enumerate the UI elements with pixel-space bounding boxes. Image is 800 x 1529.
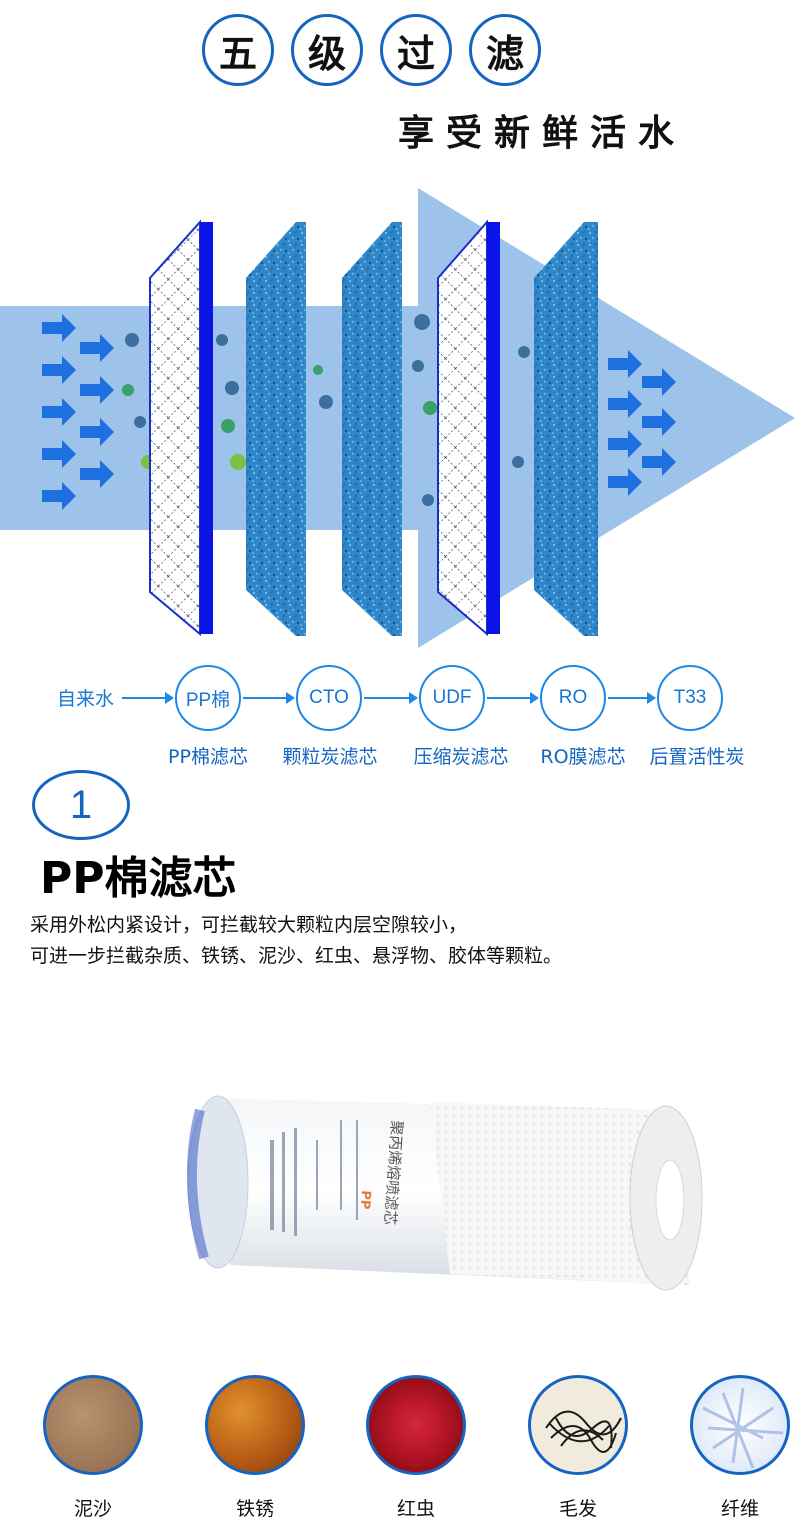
stage-label: 压缩炭滤芯 bbox=[413, 746, 509, 768]
product-logo: PP bbox=[357, 1190, 373, 1210]
impurity-sand-image bbox=[43, 1375, 143, 1475]
stage-label: RO膜滤芯 bbox=[540, 746, 626, 768]
title-char-3: 过 bbox=[380, 14, 452, 86]
flow-node-t33: T33 bbox=[657, 665, 723, 731]
impurity-redworm-image bbox=[366, 1375, 466, 1475]
impurity-label: 泥沙 bbox=[73, 1498, 112, 1520]
flow-node-cto: CTO bbox=[296, 665, 362, 731]
section-title: PP棉滤芯 bbox=[40, 853, 237, 904]
impurity-hair-image bbox=[528, 1375, 628, 1475]
pp-cartridge-image: 聚丙烯熔喷滤芯 PP bbox=[170, 1080, 710, 1310]
title-char-2: 级 bbox=[291, 14, 363, 86]
stage-label: PP棉滤芯 bbox=[168, 746, 248, 768]
section-description-line: 可进一步拦截杂质、铁锈、泥沙、红虫、悬浮物、胶体等颗粒。 bbox=[30, 945, 563, 967]
stage-label: 颗粒炭滤芯 bbox=[282, 746, 378, 768]
section-description-line: 采用外松内紧设计，可拦截较大颗粒内层空隙较小， bbox=[30, 914, 468, 936]
section-number-badge: 1 bbox=[32, 770, 130, 840]
impurity-rust-image bbox=[205, 1375, 305, 1475]
impurity-label: 毛发 bbox=[558, 1498, 597, 1520]
flow-arrow bbox=[243, 692, 295, 704]
flow-arrow bbox=[608, 692, 656, 704]
title-char-4: 滤 bbox=[469, 14, 541, 86]
flow-arrow bbox=[364, 692, 418, 704]
subtitle: 享受新鲜活水 bbox=[398, 112, 687, 154]
title-char-1: 五 bbox=[202, 14, 274, 86]
stage-label: 后置活性炭 bbox=[649, 746, 745, 768]
impurity-label: 纤维 bbox=[720, 1498, 759, 1520]
impurity-fiber-image bbox=[690, 1375, 790, 1475]
impurity-label: 红虫 bbox=[396, 1498, 435, 1520]
flow-arrow bbox=[122, 692, 174, 704]
flow-node-pp: PP棉 bbox=[175, 665, 241, 731]
flow-arrow bbox=[487, 692, 539, 704]
impurity-label: 铁锈 bbox=[235, 1498, 274, 1520]
flow-start-label: 自来水 bbox=[57, 688, 115, 710]
flow-node-ro: RO bbox=[540, 665, 606, 731]
flow-node-udf: UDF bbox=[419, 665, 485, 731]
filtration-illustration bbox=[0, 188, 795, 648]
